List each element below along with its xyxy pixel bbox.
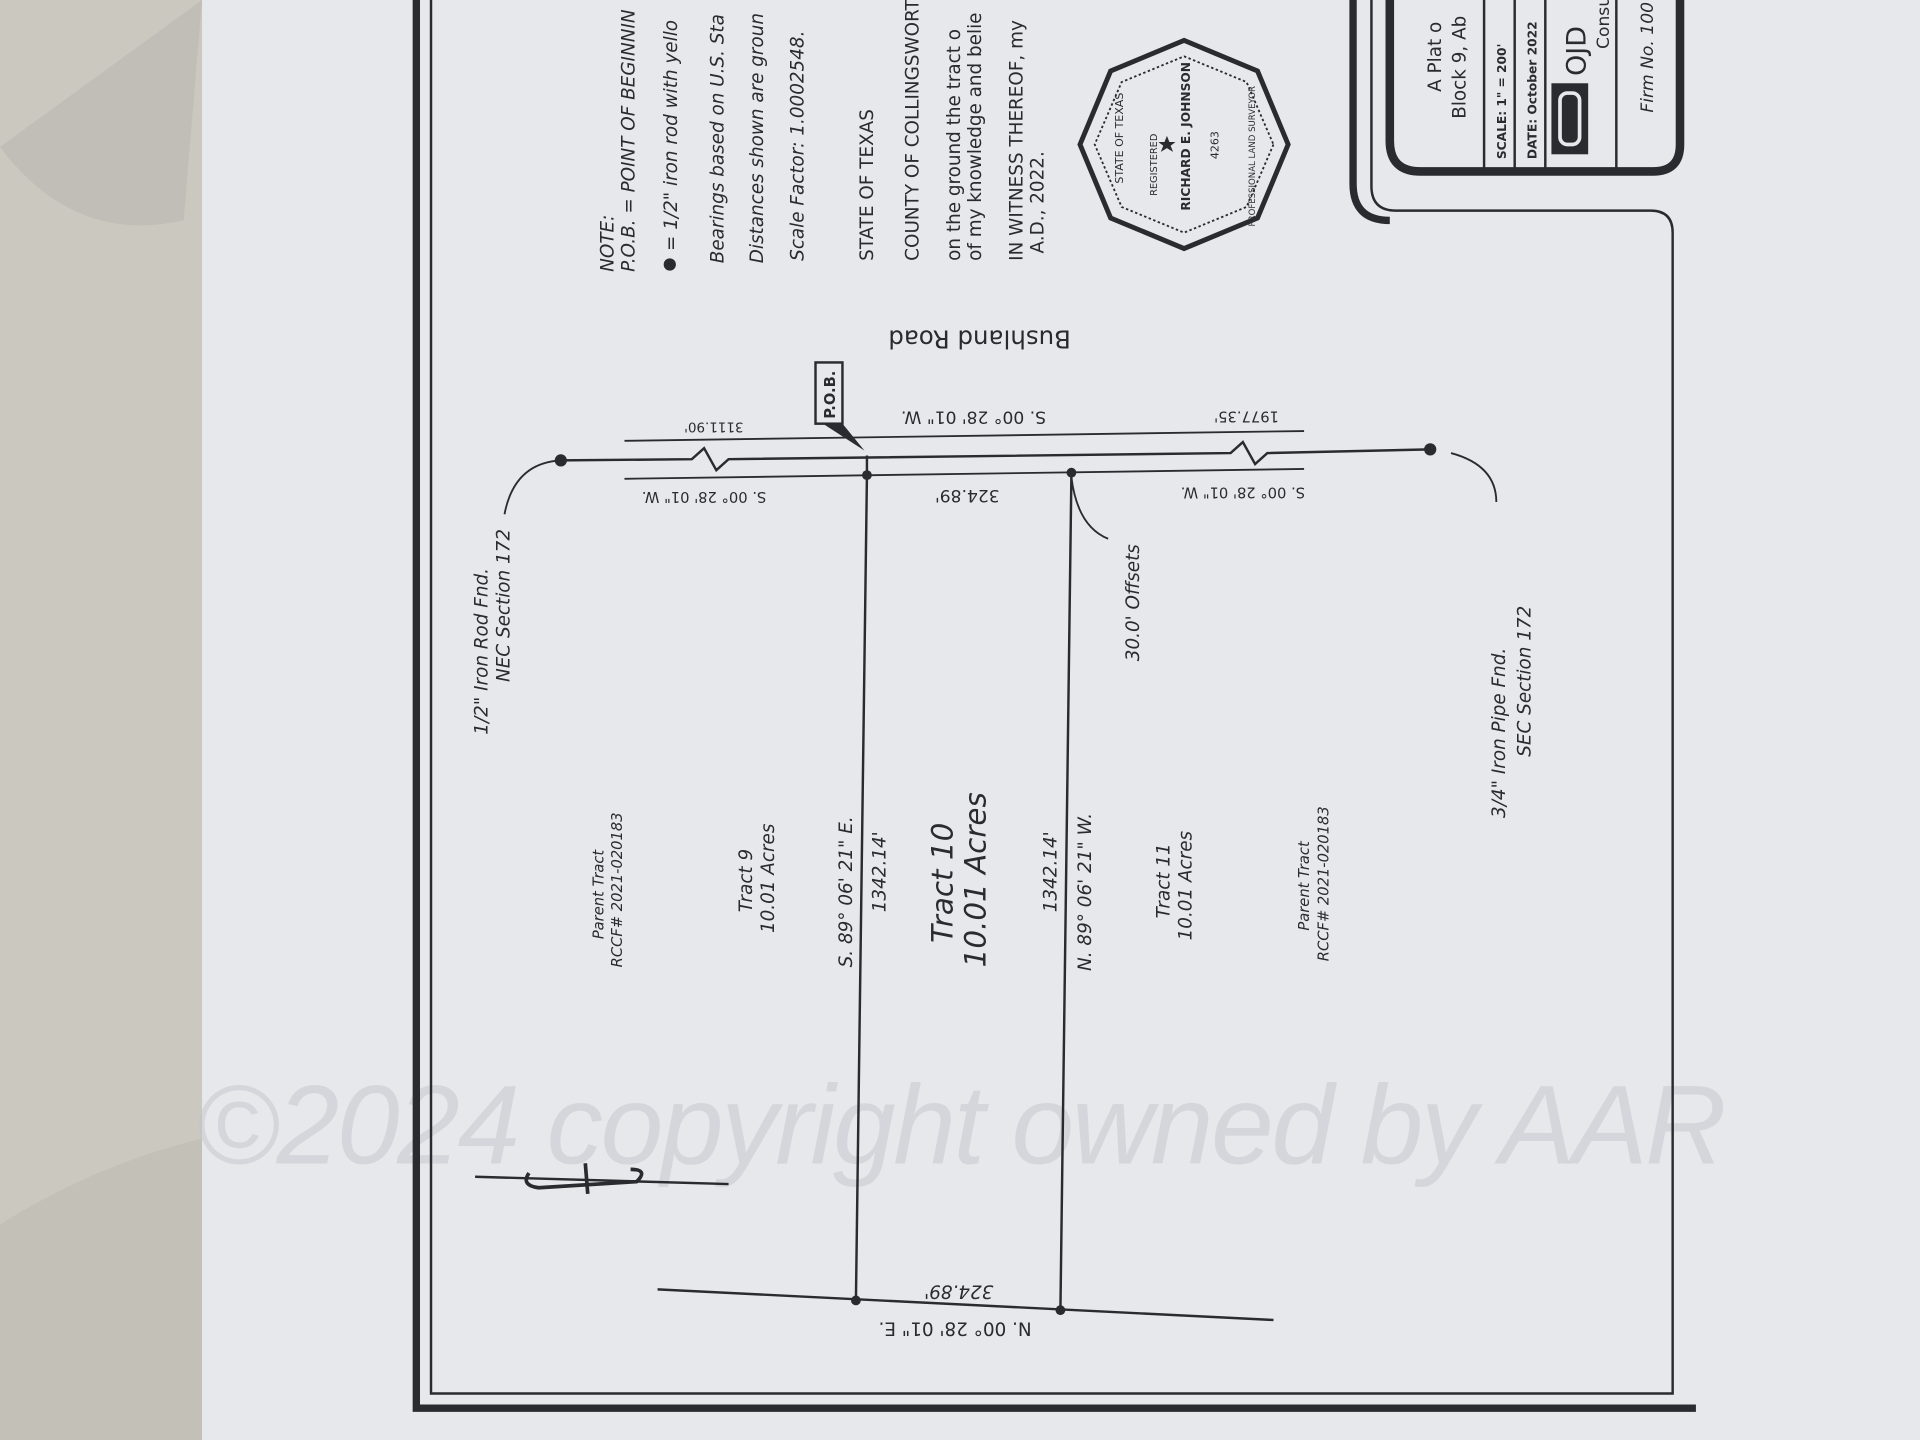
tract10-south-bearing: N. 89° 06' 21" W. (1075, 813, 1096, 971)
road-dist-north: 3111.90' (684, 418, 743, 433)
offsets-label: 30.0' Offsets (1123, 544, 1144, 662)
road-bearing-tract: S. 00° 28' 01" W. (901, 406, 1046, 426)
witness-line-2: A.D., 2022. (1027, 151, 1048, 253)
marble-vein (0, 0, 203, 226)
plat-border (412, 0, 1696, 1412)
notes: NOTE: P.O.B. = POINT OF BEGINNIN = 1/2" … (597, 0, 1048, 272)
road-name: Bushland Road (888, 325, 1071, 354)
seal-name: RICHARD E. JOHNSON (1179, 62, 1193, 211)
nec-line-2: NEC Section 172 (493, 529, 514, 682)
note-pob: P.O.B. = POINT OF BEGINNIN (618, 9, 639, 272)
firm-name: OJD (1562, 26, 1593, 76)
tract10-west-dist: 324.89' (924, 1281, 993, 1302)
road-lines (560, 430, 1431, 480)
scale-label: SCALE: 1" = 200' (1495, 44, 1509, 160)
tract10-south-dist: 1342.14' (1041, 831, 1062, 912)
parent-north-ref: RCCF# 2021-020183 (609, 812, 626, 967)
state-heading: STATE OF TEXAS (857, 109, 878, 261)
tract9-acres: 10.01 Acres (758, 823, 779, 933)
seal-registered: REGISTERED (1149, 134, 1160, 196)
tract10-acres: 10.01 Acres (959, 792, 993, 967)
sec-line-1: 3/4" Iron Pipe Fnd. (1489, 648, 1510, 818)
copyright-watermark: ©2024 copyright owned by AAR (196, 1061, 1727, 1187)
marble-vein (0, 1138, 203, 1440)
sec-line-2: SEC Section 172 (1515, 606, 1536, 757)
tract-10-boundary (657, 455, 1274, 1322)
iron-rod-icon (1055, 1305, 1066, 1316)
road-labels: 3111.90' S. 00° 28' 01" W. S. 00° 28' 01… (642, 406, 1305, 505)
date-label: DATE: October 2022 (1526, 21, 1540, 159)
tract10-west-bearing: N. 00° 28' 01" E. (879, 1317, 1032, 1338)
north-arrow-icon (475, 1163, 729, 1195)
road-dist-tract: 324.89' (935, 485, 1000, 505)
tract10-north-bearing: S. 89° 06' 21" E. (836, 816, 857, 967)
seal-top: STATE OF TEXAS (1113, 93, 1126, 184)
road-bearing-south: S. 00° 28' 01" W. (1181, 483, 1305, 500)
surveyor-seal: STATE OF TEXAS REGISTERED RICHARD E. JOH… (1077, 37, 1291, 252)
title-line-2: Block 9, Ab (1450, 16, 1471, 119)
seal-bottom: PROFESSIONAL LAND SURVEYOR (1248, 86, 1258, 227)
monument-labels: 1/2" Iron Rod Fnd. NEC Section 172 30.0'… (471, 529, 1535, 818)
parcel-labels: Parent Tract RCCF# 2021-020183 Tract 9 1… (591, 806, 1333, 967)
title-line-1: A Plat o (1425, 22, 1446, 92)
tract11-name: Tract 11 (1153, 843, 1174, 918)
parent-south-ref: RCCF# 2021-020183 (1316, 806, 1333, 961)
tract11-acres: 10.01 Acres (1175, 831, 1196, 941)
pob-label: P.O.B. (822, 371, 839, 419)
firm-subtitle: Consu (1594, 0, 1614, 49)
note-bearings: Bearings based on U.S. Sta (708, 14, 729, 263)
tract9-name: Tract 9 (736, 849, 757, 912)
iron-rod-icon (1066, 467, 1077, 478)
seal-star-icon (1158, 135, 1176, 152)
tract10-name: Tract 10 (926, 823, 960, 943)
certification-line-1: on the ground the tract o (944, 29, 965, 261)
tract-10-labels: S. 89° 06' 21" E. 1342.14' Tract 10 10.0… (836, 792, 1096, 1338)
iron-rod-icon (851, 1295, 861, 1306)
parent-south-name: Parent Tract (1296, 840, 1313, 931)
callout-leaders (503, 452, 1498, 540)
parent-north-name: Parent Tract (591, 849, 608, 940)
road-bearing-north: S. 00° 28' 01" W. (642, 488, 766, 505)
note-iron-rod: = 1/2" iron rod with yello (661, 20, 682, 251)
witness-line-1: IN WITNESS THEREOF, my (1006, 20, 1027, 261)
note-scale-factor: Scale Factor: 1.0002548. (787, 31, 808, 261)
firm-logo-mark (1558, 91, 1582, 147)
firm-number: Firm No. 100 (1638, 2, 1658, 113)
road-dist-south: 1977.35' (1214, 407, 1279, 424)
county-heading: COUNTY OF COLLINGSWORT (902, 0, 923, 261)
iron-rod-icon (862, 470, 872, 480)
title-block: A Plat o Block 9, Ab SCALE: 1" = 200' DA… (1385, 0, 1685, 176)
firm-logo (1551, 83, 1589, 155)
note-distances: Distances shown are groun (747, 13, 768, 263)
seal-number: 4263 (1208, 131, 1221, 159)
tract10-north-dist: 1342.14' (869, 831, 890, 912)
iron-rod-symbol-icon (663, 258, 676, 271)
note-label: NOTE: (597, 215, 618, 272)
nec-line-1: 1/2" Iron Rod Fnd. (471, 568, 492, 735)
certification-line-2: of my knowledge and belie (965, 13, 986, 261)
iron-pipe-icon (1424, 443, 1437, 456)
